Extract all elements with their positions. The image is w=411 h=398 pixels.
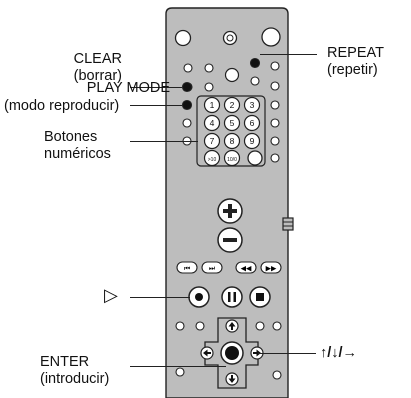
power-button[interactable]	[174, 29, 192, 47]
keypad-button-7[interactable]	[203, 132, 221, 150]
keypad-button-1[interactable]	[203, 96, 221, 114]
pause-icon[interactable]	[221, 286, 243, 308]
clear-leader-line	[130, 87, 182, 89]
fast-forward-icon	[260, 261, 282, 274]
keypad-label-3: 3	[250, 100, 255, 110]
keypad-label-7: 7	[210, 136, 215, 146]
keypad-button-4[interactable]	[203, 114, 221, 132]
play-symbol-label: ▷	[104, 285, 118, 305]
arrows-label: ↑/↓/→	[320, 345, 358, 361]
keypad-button-8[interactable]	[223, 132, 241, 150]
clear-label: CLEAR (borrar)	[73, 51, 122, 84]
clear-button[interactable]	[181, 81, 193, 93]
rewind-icon	[235, 261, 257, 274]
side-switch	[282, 217, 294, 231]
nav-cross-frame	[204, 317, 259, 389]
svg-text:▶▶: ▶▶	[266, 265, 277, 273]
enter-label: ENTER (introducir)	[40, 354, 110, 387]
keypad-label-1: 1	[210, 100, 215, 110]
top-center-button[interactable]	[222, 30, 238, 46]
repeat-leader-line	[260, 54, 317, 56]
keypad-label-8: 8	[230, 136, 235, 146]
keypad-label-11: 10/0	[227, 157, 237, 163]
numeric-buttons-label: Botones numéricos	[44, 129, 111, 162]
svg-text:⏮: ⏮	[184, 265, 190, 273]
previous-icon	[176, 261, 198, 274]
play-leader-line	[130, 297, 190, 299]
keypad-button-9[interactable]	[243, 132, 261, 150]
keypad-label-10: >10	[208, 157, 217, 163]
keypad-label-2: 2	[230, 100, 235, 110]
keypad-button-6[interactable]	[243, 114, 261, 132]
keypad-button-5[interactable]	[223, 114, 241, 132]
play-mode-label: PLAY MODE	[86, 80, 170, 96]
enter-leader-line	[130, 366, 226, 368]
svg-text:◀◀: ◀◀	[241, 265, 252, 273]
play-mode-button[interactable]	[181, 99, 193, 111]
keypad-button-10[interactable]	[203, 149, 221, 167]
arrows-leader-line	[258, 353, 316, 355]
repeat-label: REPEAT (repetir)	[327, 45, 384, 78]
keypad-label-4: 4	[210, 118, 215, 128]
keypad-side-button[interactable]	[247, 150, 263, 166]
numeric-keypad: 1 2 3 4 5 6 7 8 9 >10 10/0	[203, 96, 261, 167]
keypad-button-3[interactable]	[243, 96, 261, 114]
keypad-button-2[interactable]	[223, 96, 241, 114]
next-icon	[201, 261, 223, 274]
transport-small-buttons: ⏮ ⏭ ◀◀ ▶▶	[176, 261, 282, 274]
keypad-label-6: 6	[250, 118, 255, 128]
keypad-label-5: 5	[230, 118, 235, 128]
numeric-leader-line	[130, 141, 198, 143]
svg-text:⏭: ⏭	[209, 265, 216, 273]
play-mode-label-sub: (modo reproducir)	[4, 98, 120, 114]
keypad-button-11[interactable]	[223, 149, 241, 167]
keypad-label-9: 9	[250, 136, 255, 146]
play-mode-leader-line	[130, 105, 182, 107]
repeat-button[interactable]	[249, 57, 261, 69]
nav-side-buttons	[175, 321, 282, 380]
top-right-button[interactable]	[261, 27, 281, 47]
